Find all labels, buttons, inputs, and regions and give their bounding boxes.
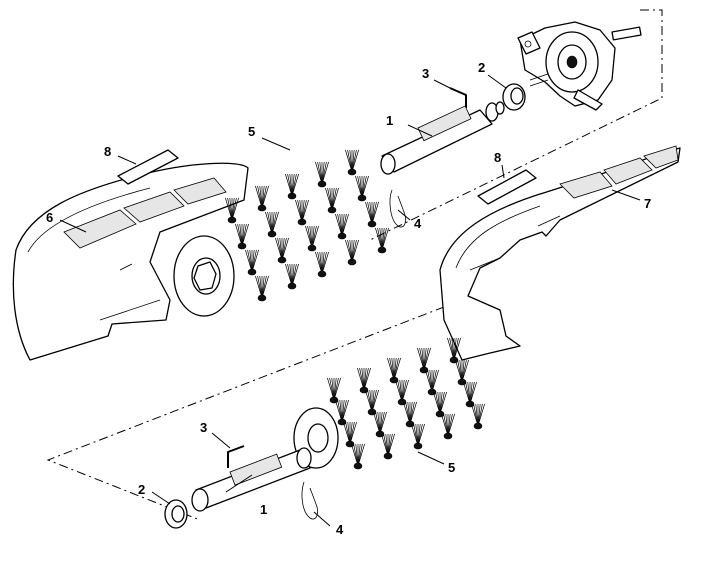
bristle-tuft — [395, 379, 409, 406]
bristle-tuft — [357, 367, 371, 394]
nut-lower — [164, 499, 188, 529]
brush-roller-lower — [293, 337, 485, 470]
drive-unit — [517, 21, 642, 111]
bristle-tuft — [285, 173, 299, 200]
bristle-tuft — [411, 423, 425, 450]
bristle-tuft — [235, 223, 249, 250]
callout-6-left-cover: 6 — [46, 210, 53, 225]
bristle-tuft — [285, 263, 299, 290]
shaft-lower — [191, 447, 312, 512]
bristle-tuft — [471, 403, 485, 430]
nut-upper — [502, 83, 526, 111]
bristle-tuft — [403, 401, 417, 428]
bristle-tuft — [255, 275, 269, 302]
bristle-tuft — [327, 377, 341, 404]
bristle-tuft — [455, 359, 469, 386]
bristle-tuft — [441, 413, 455, 440]
bristle-tuft — [387, 357, 401, 384]
bristle-tuft — [463, 381, 477, 408]
callout-4-lower-clip: 4 — [336, 522, 344, 537]
bristle-tuft — [345, 239, 359, 266]
clip-lower — [301, 481, 318, 520]
bristle-tuft — [265, 211, 279, 238]
leader-lines — [59, 74, 641, 527]
callout-8-left-plate: 8 — [104, 144, 111, 159]
callouts: 1 1 2 2 3 3 4 4 5 5 6 7 8 8 — [46, 60, 651, 537]
bristle-tuft — [325, 187, 339, 214]
wear-plate-right — [477, 169, 537, 205]
bristle-tuft — [315, 161, 329, 188]
bristle-tuft — [381, 433, 395, 460]
assembly-axis-lines — [46, 9, 663, 521]
bristle-tuft — [335, 213, 349, 240]
callout-1-lower-shaft: 1 — [260, 502, 267, 517]
clip-upper — [389, 189, 406, 228]
bristle-tuft — [245, 249, 259, 276]
bristle-tuft — [375, 227, 389, 254]
bristle-tuft — [295, 199, 309, 226]
bristle-tuft — [355, 175, 369, 202]
bristle-tuft — [225, 197, 239, 224]
bristle-tuft — [335, 399, 349, 426]
shaft-upper — [380, 101, 505, 175]
callout-2-lower-nut: 2 — [138, 482, 145, 497]
callout-2-upper-nut: 2 — [478, 60, 485, 75]
wear-plate-left — [117, 149, 179, 185]
bristle-tuft — [373, 411, 387, 438]
pin-lower — [227, 445, 245, 468]
callout-5-upper-brush: 5 — [248, 124, 255, 139]
pin-upper — [449, 87, 467, 108]
callout-8-right-plate: 8 — [494, 150, 501, 165]
right-housing-cover — [439, 145, 681, 361]
callout-3-upper-pin: 3 — [422, 66, 429, 81]
bristle-tuft — [365, 389, 379, 416]
bristle-tuft — [343, 421, 357, 448]
bristle-tuft — [365, 201, 379, 228]
bristle-tuft — [433, 391, 447, 418]
bristle-tuft — [315, 251, 329, 278]
callout-4-upper-clip: 4 — [414, 216, 422, 231]
callout-3-lower-pin: 3 — [200, 420, 207, 435]
callout-5-lower-brush: 5 — [448, 460, 455, 475]
callout-7-right-cover: 7 — [644, 196, 651, 211]
bristle-tuft — [417, 347, 431, 374]
brush-roller-upper — [173, 149, 389, 317]
bristle-tuft — [275, 237, 289, 264]
bristle-tuft — [345, 149, 359, 176]
bristle-tuft — [351, 443, 365, 470]
bristle-tuft — [425, 369, 439, 396]
bristle-tuft — [255, 185, 269, 212]
callout-1-upper-shaft: 1 — [386, 113, 393, 128]
left-housing-cover — [12, 162, 249, 361]
bristle-tuft — [305, 225, 319, 252]
